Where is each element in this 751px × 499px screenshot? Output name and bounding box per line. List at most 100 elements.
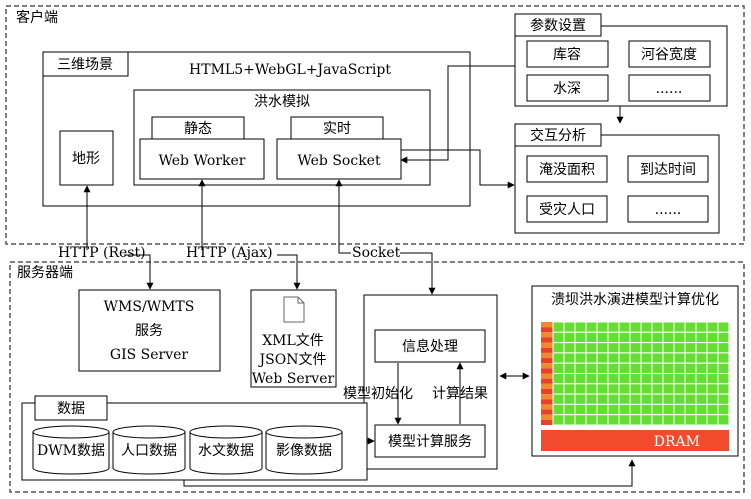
gpu-core-cell (618, 414, 631, 426)
gpu-core-cell (662, 393, 675, 405)
gpu-core-cell (640, 373, 653, 385)
gpu-core-cell (662, 352, 675, 364)
gpu-core-cell (673, 414, 686, 426)
gpu-core-cell (673, 383, 686, 395)
gpu-core-cell (706, 403, 719, 416)
gpu-core-cell (618, 383, 631, 395)
gpu-core-cell (640, 321, 653, 333)
socket-down-arrow (400, 252, 436, 295)
gpu-core-cell (651, 362, 664, 375)
gpu-core-cell (673, 403, 686, 416)
gpu-core-cell (607, 352, 620, 364)
static-tab-label: 静态 (184, 121, 212, 137)
gpu-core-cell (684, 362, 697, 375)
gis-server-line3: GIS Server (110, 347, 189, 363)
gpu-core-cell (695, 403, 708, 416)
gpu-core-cell (618, 352, 631, 364)
model-service-label: 模型计算服务 (388, 434, 472, 450)
gpu-core-cell (640, 393, 653, 405)
gpu-cache-unit (541, 327, 553, 333)
gpu-core-cell (585, 393, 598, 405)
gpu-cache-unit (541, 378, 553, 384)
gpu-core-cell (717, 352, 730, 364)
gpu-core-cell (662, 403, 675, 416)
gpu-core-cell (684, 383, 697, 395)
data-cylinder-population (112, 425, 186, 475)
gpu-core-cell (640, 352, 653, 364)
flood-label: 洪水模拟 (254, 94, 310, 110)
gpu-core-cell (618, 373, 631, 385)
gpu-core-cell (662, 373, 675, 385)
gpu-control-unit (541, 414, 553, 420)
gpu-core-cell (684, 403, 697, 416)
gpu-core-cell (552, 403, 565, 416)
gpu-core-cell (662, 414, 675, 426)
analysis-item-area-label: 淹没面积 (539, 162, 595, 178)
gpu-core-cell (563, 331, 576, 344)
gpu-cache-unit (541, 347, 553, 353)
data-cylinder-hydrology (189, 425, 263, 475)
data-item-hydrology: 水文数据 (198, 443, 254, 459)
gpu-core-cell (651, 393, 664, 405)
params-label: 参数设置 (530, 17, 586, 34)
data-item-dwm: DWM数据 (37, 443, 105, 459)
gpu-core-cell (695, 352, 708, 364)
http-rest-label: HTTP (Rest) (58, 245, 146, 261)
gpu-core-cell (673, 373, 686, 385)
param-item-capacity (526, 40, 609, 68)
scene-label: 三维场景 (57, 57, 113, 73)
http-ajax-down-arrow (277, 254, 301, 290)
gpu-core-cell (717, 383, 730, 395)
gpu-control-unit (541, 352, 553, 359)
gpu-core-cell (618, 331, 631, 344)
gpu-core-cell (695, 342, 708, 354)
gpu-core-cell (563, 403, 576, 416)
gpu-core-cell (717, 342, 730, 354)
gpu-core-cell (552, 352, 565, 364)
gpu-core-cell (607, 373, 620, 385)
gpu-core-cell (717, 393, 730, 405)
gpu-core-cell (552, 362, 565, 375)
gpu-core-cell (695, 383, 708, 395)
gpu-core-cell (596, 403, 609, 416)
gpu-core-cell (585, 352, 598, 364)
gpu-core-cell (607, 414, 620, 426)
gpu-core-cell (574, 403, 587, 416)
web-worker-label: Web Worker (159, 153, 246, 169)
gpu-cache-unit (541, 399, 553, 405)
gpu-core-cell (706, 362, 719, 375)
gpu-core-cell (618, 342, 631, 354)
gpu-core-cell (684, 342, 697, 354)
gpu-core-cell (695, 362, 708, 375)
data-item-imagery: 影像数据 (276, 443, 332, 459)
data-cylinder-imagery (265, 425, 343, 475)
gpu-core-cell (695, 414, 708, 426)
socket-label: Socket (352, 245, 401, 261)
gpu-core-cell (695, 331, 708, 344)
analysis-label: 交互分析 (530, 127, 586, 144)
gpu-core-cell (585, 342, 598, 354)
gpu-control-unit (541, 373, 553, 379)
gpu-core-cell (596, 352, 609, 364)
gpu-core-cell (640, 414, 653, 426)
gpu-core-cell (607, 403, 620, 416)
gpu-core-cell (585, 321, 598, 333)
gpu-core-cell (684, 393, 697, 405)
gpu-core-cell (607, 383, 620, 395)
data-to-gpu-arrow (183, 459, 636, 487)
gpu-core-cell (563, 373, 576, 385)
gpu-core-cell (673, 352, 686, 364)
gpu-core-cell (706, 321, 719, 333)
gpu-core-cell (640, 403, 653, 416)
gpu-control-unit (541, 404, 553, 410)
gpu-core-cell (552, 414, 565, 426)
gpu-core-cell (563, 342, 576, 354)
gpu-core-cell (706, 393, 719, 405)
gpu-core-cell (596, 321, 609, 333)
gpu-core-cell (684, 331, 697, 344)
server-label: 服务器端 (17, 265, 73, 281)
param-item-more (628, 74, 711, 102)
analysis-item-time (627, 155, 709, 183)
gpu-core-cell (607, 331, 620, 344)
